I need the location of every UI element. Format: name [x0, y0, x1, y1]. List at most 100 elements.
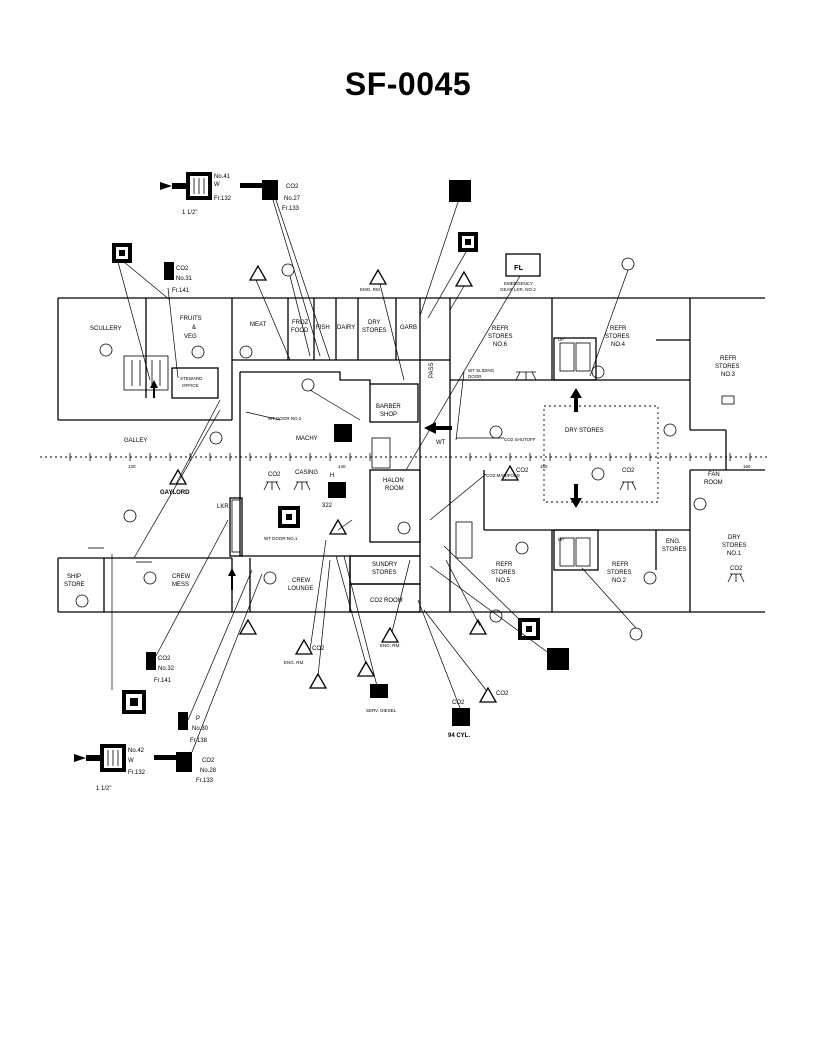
- label-refr5-3: NO.5: [496, 578, 511, 584]
- label-casing: CASING: [295, 470, 318, 476]
- note-co2-shutoff: CO2 SHUTOFF: [504, 437, 536, 442]
- co2-32-no: No.32: [158, 666, 175, 672]
- note-serv-diesel: SERV. DIESEL: [366, 708, 397, 713]
- warning-triangles: [168, 264, 520, 703]
- label-refr6-1: REFR: [492, 326, 509, 332]
- centerline: 130 140 150 160: [40, 453, 770, 469]
- notes: WT DOOR NO.2 WT DOOR NO.1 WT SLIDING DOO…: [264, 253, 743, 713]
- frame-label-d: 160: [743, 464, 751, 469]
- label-refr3-3: NO.3: [721, 372, 736, 378]
- co2-cyl-label: CO2: [452, 700, 465, 706]
- top-station: No.41 W Fr.132 1 1/2" CO2 No.27 Fr.133: [160, 172, 301, 216]
- label-crew-lounge-1: CREW: [292, 578, 311, 584]
- frame-label-c: 150: [540, 464, 548, 469]
- top-station-no: No.41: [214, 174, 231, 180]
- label-lkr: LKR: [217, 504, 229, 510]
- leader-lines: [111, 189, 637, 753]
- label-fan-2: ROOM: [704, 480, 723, 486]
- note-co2-right: CO2: [622, 468, 635, 474]
- top-station-fr: Fr.132: [214, 196, 232, 202]
- co2-32-fr: Fr.141: [154, 678, 172, 684]
- co2-station-32: CO2 No.32 Fr.141: [146, 652, 175, 684]
- label-wt: WT: [436, 440, 446, 446]
- label-dry-1: DRY: [368, 320, 381, 326]
- top-co2: CO2: [286, 184, 299, 190]
- note-wt-sliding-2: DOOR: [468, 374, 482, 379]
- note-co2-dry1: CO2: [730, 566, 743, 572]
- label-crew-mess-2: MESS: [172, 582, 189, 588]
- label-refr4-3: NO.4: [611, 342, 626, 348]
- co2-tri-mid: CO2: [312, 646, 325, 652]
- note-wt-door-1: WT DOOR NO.1: [264, 536, 298, 541]
- fl-box: [505, 253, 541, 277]
- note-h: H: [330, 473, 334, 479]
- frame-label-a: 130: [128, 464, 136, 469]
- label-dairy: DAIRY: [337, 325, 355, 331]
- label-dry1-3: NO.1: [727, 551, 742, 557]
- ladders: [123, 342, 591, 567]
- co2-station-31: CO2 No.31 Fr.141: [164, 262, 193, 294]
- label-eng-2: STORES: [662, 547, 687, 553]
- bottom-station-pipe: 1 1/2": [96, 786, 111, 792]
- label-barber-1: BARBER: [376, 404, 401, 410]
- label-fish: FISH: [316, 325, 330, 331]
- label-scullery: SCULLERY: [90, 326, 122, 332]
- label-crew-lounge-2: LOUNGE: [288, 586, 313, 592]
- label-halon-2: ROOM: [385, 486, 404, 492]
- bottom-co2-fr: Fr.133: [196, 778, 214, 784]
- label-dry1-1: DRY: [728, 535, 741, 541]
- bottom-co2: CO2: [202, 758, 215, 764]
- bottom-station-fr: Fr.132: [128, 770, 146, 776]
- label-pass: PASS: [429, 362, 435, 378]
- top-co2-fr: Fr.133: [282, 206, 300, 212]
- dry-stores-outline: [543, 405, 659, 503]
- label-refr6-3: NO.6: [493, 342, 508, 348]
- note-wt-sliding-1: WT SLIDING: [468, 368, 495, 373]
- bottom-station-no: No.42: [128, 748, 145, 754]
- page-title: SF-0045: [344, 66, 472, 102]
- label-refr4-1: REFR: [610, 326, 627, 332]
- label-refr4-2: STORES: [605, 334, 630, 340]
- cyl-count: 94 CYL.: [448, 733, 470, 739]
- note-emg-rm: EMG. RM.: [360, 287, 381, 292]
- label-barber-2: SHOP: [380, 412, 397, 418]
- label-fan-1: FAN: [708, 472, 720, 478]
- label-refr2-1: REFR: [612, 562, 629, 568]
- label-refr5-1: REFR: [496, 562, 513, 568]
- label-refr3-1: REFR: [720, 356, 737, 362]
- co2-manifold-tri: CO2: [516, 468, 529, 474]
- note-wt-door-2: WT DOOR NO.2: [268, 416, 302, 421]
- label-steward-2: OFFICE: [182, 383, 199, 388]
- note-eng-rm-1: ENG. RM.: [284, 660, 305, 665]
- label-up-top: UP: [558, 337, 564, 342]
- label-fruits-2: &: [192, 325, 196, 331]
- label-fruits-3: VEG: [184, 334, 197, 340]
- frame-label-b: 140: [338, 464, 346, 469]
- label-garb: GARB: [400, 325, 417, 331]
- bottom-station-type: W: [128, 758, 134, 764]
- bottom-co2-no: No.28: [200, 768, 217, 774]
- top-station-type: W: [214, 182, 220, 188]
- co2-31-fr: Fr.141: [172, 288, 190, 294]
- arrows: [150, 380, 582, 590]
- label-dry-stores-center: DRY STORES: [565, 428, 604, 434]
- label-refr6-2: STORES: [488, 334, 513, 340]
- label-ship-2: STORE: [64, 582, 85, 588]
- p-30-label: P: [196, 716, 200, 722]
- interior-walls: [103, 298, 765, 613]
- label-sundry-2: STORES: [372, 570, 397, 576]
- label-dry1-2: STORES: [722, 543, 747, 549]
- discharge-heads: [88, 371, 745, 583]
- label-galley: GALLEY: [124, 438, 147, 444]
- label-dry-2: STORES: [362, 328, 387, 334]
- note-fl: FL: [514, 263, 524, 272]
- label-machy: MACHY: [296, 436, 318, 442]
- label-refr2-2: STORES: [607, 570, 632, 576]
- label-froz-2: FOOD: [291, 328, 309, 334]
- p-30-no: No.30: [192, 726, 209, 732]
- label-up-bottom: UP: [558, 537, 564, 542]
- note-co2-manifold: CO2 MANIFOLD: [486, 473, 521, 478]
- note-co2-center: CO2: [268, 472, 281, 478]
- label-froz-1: FROZ: [292, 320, 309, 326]
- label-steward-1: STEWARD: [180, 376, 203, 381]
